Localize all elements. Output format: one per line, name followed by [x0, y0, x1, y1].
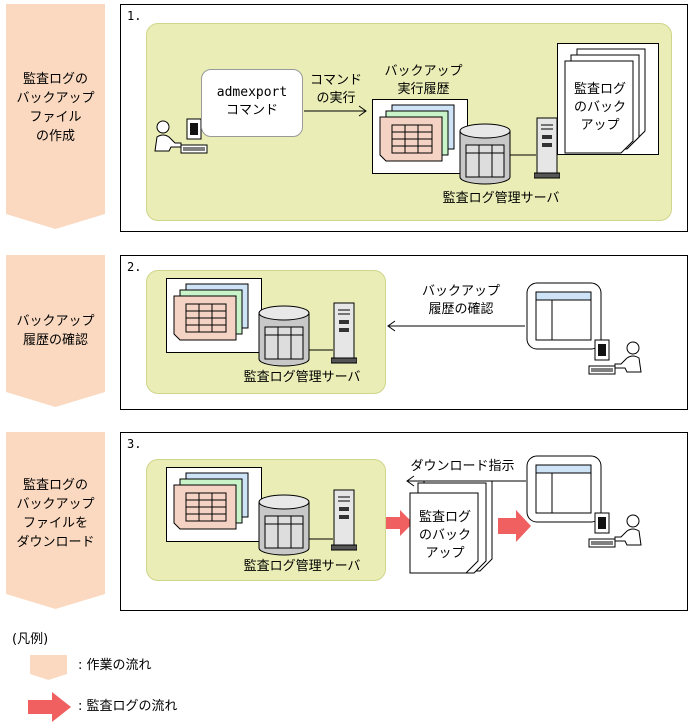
server-label: 監査ログ管理サーバ: [243, 559, 361, 574]
flow-shape: [6, 4, 105, 229]
history-sheets-icon: [372, 99, 468, 174]
history-sheets-icon: [166, 278, 262, 353]
connector-line: [510, 154, 536, 156]
flow-text-line: の作成: [35, 129, 75, 144]
command-name: admexport: [216, 85, 288, 100]
server-icon: [331, 302, 357, 364]
download-doc-label: 監査ログ: [418, 510, 471, 525]
history-label: バックアップ: [384, 64, 463, 79]
legend-log-flow-arrow-icon: [28, 692, 71, 722]
step-2-panel: 2. 監査ログ管理サーバ バックアップ 履歴の確認: [120, 255, 688, 410]
history-label: 実行履歴: [397, 82, 450, 97]
download-doc-label: のバック: [418, 528, 471, 543]
flow-step-download: 監査ログの バックアップ ファイルを ダウンロード: [6, 432, 105, 609]
arrow-right-icon: [304, 105, 367, 117]
flow-text-line: 履歴の確認: [22, 333, 88, 348]
flow-text-line: バックアップ: [16, 314, 95, 329]
legend-work-flow-label: : 作業の流れ: [78, 658, 152, 673]
connector-line: [309, 349, 333, 351]
document-stack-icon: [409, 480, 493, 574]
backup-doc-label: のバック: [573, 100, 626, 115]
history-sheets-icon: [166, 467, 262, 542]
step-1-panel: 1. admexport コマンド コマンド の実行 バックアップ 実行履歴: [120, 4, 688, 232]
arrow-left-icon: [406, 475, 526, 487]
server-label: 監査ログ管理サーバ: [243, 370, 361, 385]
backup-doc-label: 監査ログ: [573, 82, 626, 97]
step-number: 2.: [127, 260, 142, 274]
flow-text-line: ファイルを: [22, 516, 88, 531]
legend-title: (凡例): [12, 632, 49, 647]
document-stack-icon: [557, 43, 659, 155]
legend-work-flow-shape: [30, 655, 67, 680]
check-label: 履歴の確認: [428, 302, 494, 317]
flow-text-line: ファイル: [29, 110, 82, 125]
download-instruction-label: ダウンロード指示: [410, 459, 515, 474]
step-number: 1.: [127, 9, 142, 23]
user-at-terminal-icon: [588, 339, 642, 375]
flow-text-line: バックアップ: [16, 91, 95, 106]
database-icon: [258, 494, 310, 556]
database-icon: [258, 305, 310, 367]
server-label: 監査ログ管理サーバ: [442, 191, 560, 206]
flow-shape: [6, 255, 105, 407]
flow-shape: [6, 432, 105, 609]
step-3-panel: 3. 監査ログ管理サーバ: [120, 432, 688, 611]
server-icon: [331, 489, 357, 551]
flow-text-line: 監査ログの: [22, 72, 88, 87]
flow-step-check-history: バックアップ 履歴の確認: [6, 255, 105, 407]
arrow-left-icon: [387, 320, 525, 332]
check-label: バックアップ: [421, 284, 500, 299]
download-doc-label: アップ: [425, 546, 465, 561]
database-icon: [459, 123, 511, 185]
log-flow-arrow-icon: [386, 510, 413, 536]
flow-text-line: バックアップ: [16, 497, 95, 512]
log-flow-arrow-icon: [498, 510, 531, 542]
command-type: コマンド: [225, 103, 278, 118]
monitor-window-icon: [526, 455, 602, 523]
server-icon: [534, 117, 560, 179]
flow-text-line: 監査ログの: [22, 478, 88, 493]
command-run-label: の実行: [316, 91, 356, 106]
connector-line: [309, 538, 333, 540]
step-number: 3.: [127, 437, 142, 451]
backup-doc-label: アップ: [580, 118, 620, 133]
command-run-label: コマンド: [309, 73, 362, 88]
user-at-terminal-icon: [154, 118, 208, 154]
monitor-window-icon: [526, 282, 602, 350]
command-box: admexport コマンド: [201, 69, 303, 137]
legend-log-flow-label: : 監査ログの流れ: [78, 699, 178, 714]
user-at-terminal-icon: [588, 512, 642, 548]
flow-step-create-backup: 監査ログの バックアップ ファイル の作成: [6, 4, 105, 229]
flow-text-line: ダウンロード: [16, 535, 95, 550]
